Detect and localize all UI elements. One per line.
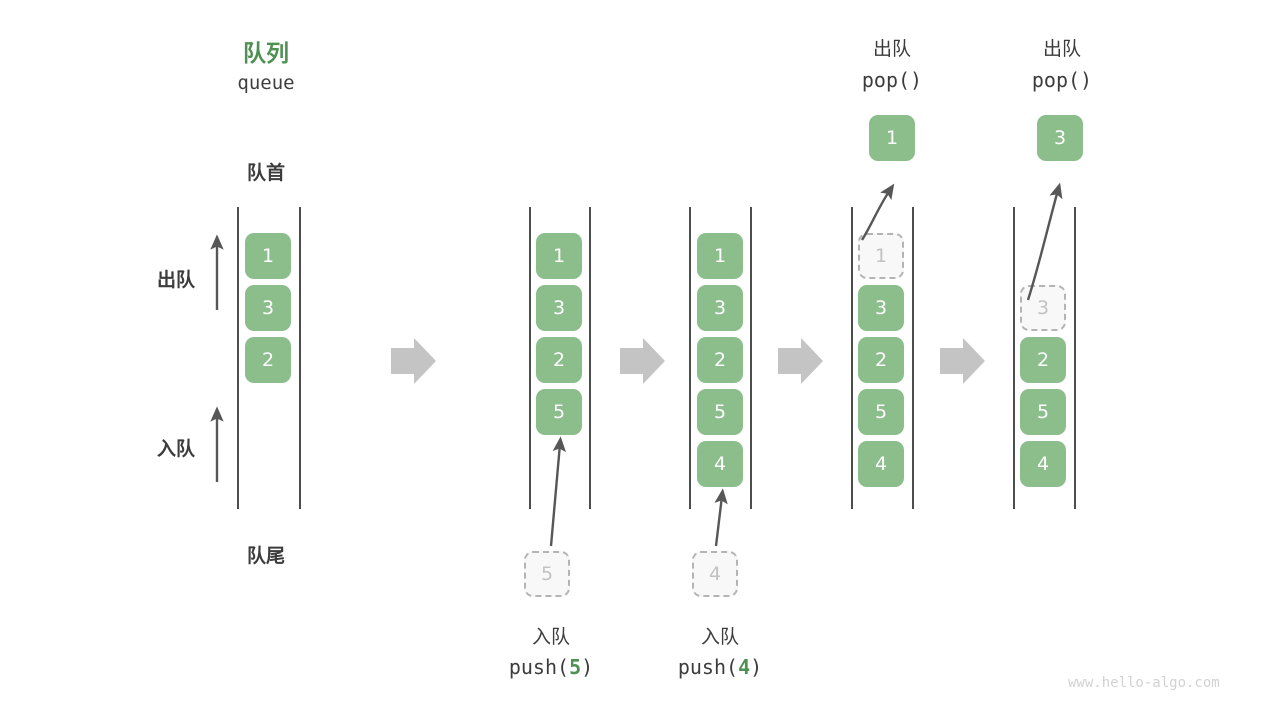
queue-cell: 4 bbox=[697, 441, 743, 487]
queue-rail-right-col1 bbox=[299, 207, 301, 509]
queue-rail-left-col2 bbox=[529, 207, 531, 509]
queue-cell: 1 bbox=[697, 233, 743, 279]
queue-rail-right-col2 bbox=[589, 207, 591, 509]
push-code-prefix: push( bbox=[677, 655, 739, 679]
push-code-suffix: ) bbox=[750, 655, 763, 679]
enqueue-label: 入队 bbox=[156, 438, 195, 460]
pop-caption-cn-col5: 出队 bbox=[1042, 38, 1081, 60]
push-code-arg: 4 bbox=[738, 655, 751, 679]
step-arrow-1 bbox=[391, 338, 436, 384]
queue-rail-left-col5 bbox=[1013, 207, 1015, 509]
step-arrow-3 bbox=[778, 338, 823, 384]
pop-caption-code-col5: pop() bbox=[1031, 68, 1093, 92]
queue-cell: 2 bbox=[245, 337, 291, 383]
queue-cell: 2 bbox=[536, 337, 582, 383]
queue-rail-left-col1 bbox=[237, 207, 239, 509]
queue-cell: 4 bbox=[858, 441, 904, 487]
pop-caption-cn-col4: 出队 bbox=[872, 38, 911, 60]
queue-cell: 2 bbox=[697, 337, 743, 383]
incoming-value-box: 4 bbox=[692, 551, 738, 597]
queue-cell: 4 bbox=[1020, 441, 1066, 487]
dequeue-label: 出队 bbox=[156, 269, 195, 291]
queue-cell: 1 bbox=[536, 233, 582, 279]
queue-cell: 3 bbox=[245, 285, 291, 331]
queue-cell: 2 bbox=[1020, 337, 1066, 383]
queue-cell-ghost: 3 bbox=[1020, 285, 1066, 331]
front-label: 队首 bbox=[246, 162, 285, 184]
step-arrow-2 bbox=[620, 338, 665, 384]
incoming-value-box: 5 bbox=[524, 551, 570, 597]
queue-cell: 2 bbox=[858, 337, 904, 383]
queue-rail-right-col3 bbox=[750, 207, 752, 509]
queue-rail-right-col4 bbox=[912, 207, 914, 509]
queue-cell: 5 bbox=[1020, 389, 1066, 435]
pop-arrow-col5 bbox=[1026, 182, 1063, 301]
queue-rail-left-col3 bbox=[689, 207, 691, 509]
queue-rail-right-col5 bbox=[1074, 207, 1076, 509]
push-caption-code-col3: push(4) bbox=[635, 655, 805, 679]
push-caption-cn-col2: 入队 bbox=[531, 626, 570, 648]
queue-cell: 5 bbox=[697, 389, 743, 435]
push-code-arg: 5 bbox=[569, 655, 582, 679]
push-caption-cn-col3: 入队 bbox=[700, 626, 739, 648]
popped-value-box: 3 bbox=[1037, 115, 1083, 161]
push-code-prefix: push( bbox=[508, 655, 570, 679]
watermark: www.hello-algo.com bbox=[1068, 675, 1220, 691]
queue-cell: 3 bbox=[697, 285, 743, 331]
queue-title-en: queue bbox=[237, 72, 295, 94]
queue-title-cn: 队列 bbox=[243, 41, 289, 67]
queue-cell-ghost: 1 bbox=[858, 233, 904, 279]
popped-value-box: 1 bbox=[869, 115, 915, 161]
step-arrow-4 bbox=[940, 338, 985, 384]
push-caption-code-col2: push(5) bbox=[466, 655, 636, 679]
queue-cell: 5 bbox=[536, 389, 582, 435]
queue-cell: 3 bbox=[858, 285, 904, 331]
queue-cell: 3 bbox=[536, 285, 582, 331]
rear-label: 队尾 bbox=[246, 545, 285, 567]
queue-cell: 1 bbox=[245, 233, 291, 279]
push-arrow-col2 bbox=[549, 436, 567, 547]
push-code-suffix: ) bbox=[581, 655, 594, 679]
queue-rail-left-col4 bbox=[851, 207, 853, 509]
queue-cell: 5 bbox=[858, 389, 904, 435]
pop-caption-code-col4: pop() bbox=[861, 68, 923, 92]
push-arrow-col3 bbox=[714, 488, 728, 547]
